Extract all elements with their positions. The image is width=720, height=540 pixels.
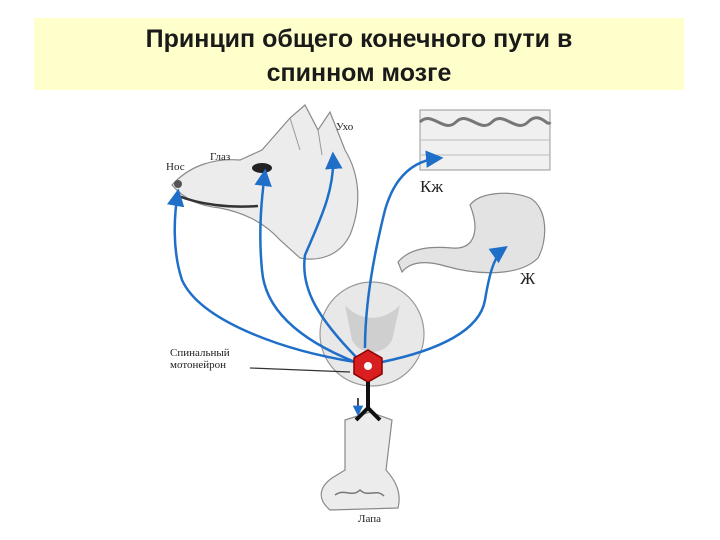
slide-title: Принцип общего конечного пути в спинном … xyxy=(34,22,684,90)
label-motoneuron-1: Спинальный xyxy=(170,347,230,359)
label-eye: Глаз xyxy=(210,151,230,163)
pathway-stomach xyxy=(381,245,508,364)
paw-drawing xyxy=(320,411,400,511)
title-band xyxy=(34,18,684,90)
pathway-ear xyxy=(303,151,358,359)
dog-nose xyxy=(174,180,182,188)
pathway-skin xyxy=(363,150,444,349)
label-motoneuron-2: мотонейрон xyxy=(170,359,226,371)
label-skin: Кж xyxy=(420,177,443,196)
label-stomach: Ж xyxy=(520,269,536,288)
pathway-nose xyxy=(166,188,356,364)
label-nose: Нос xyxy=(166,161,185,173)
dog-eye xyxy=(252,163,272,173)
label-paw: Лапа xyxy=(358,513,381,525)
skin-section-drawing xyxy=(418,109,552,171)
pathway-motoneuron-label xyxy=(249,367,351,373)
stomach-drawing xyxy=(397,192,546,274)
label-ear: Ухо xyxy=(336,121,354,133)
afferent-pathways xyxy=(166,150,508,373)
spinal-motoneuron xyxy=(352,349,383,422)
title-line-2: спинном мозге xyxy=(266,59,452,87)
title-line-1: Принцип общего конечного пути в xyxy=(145,25,573,53)
pathway-eye xyxy=(254,168,356,364)
